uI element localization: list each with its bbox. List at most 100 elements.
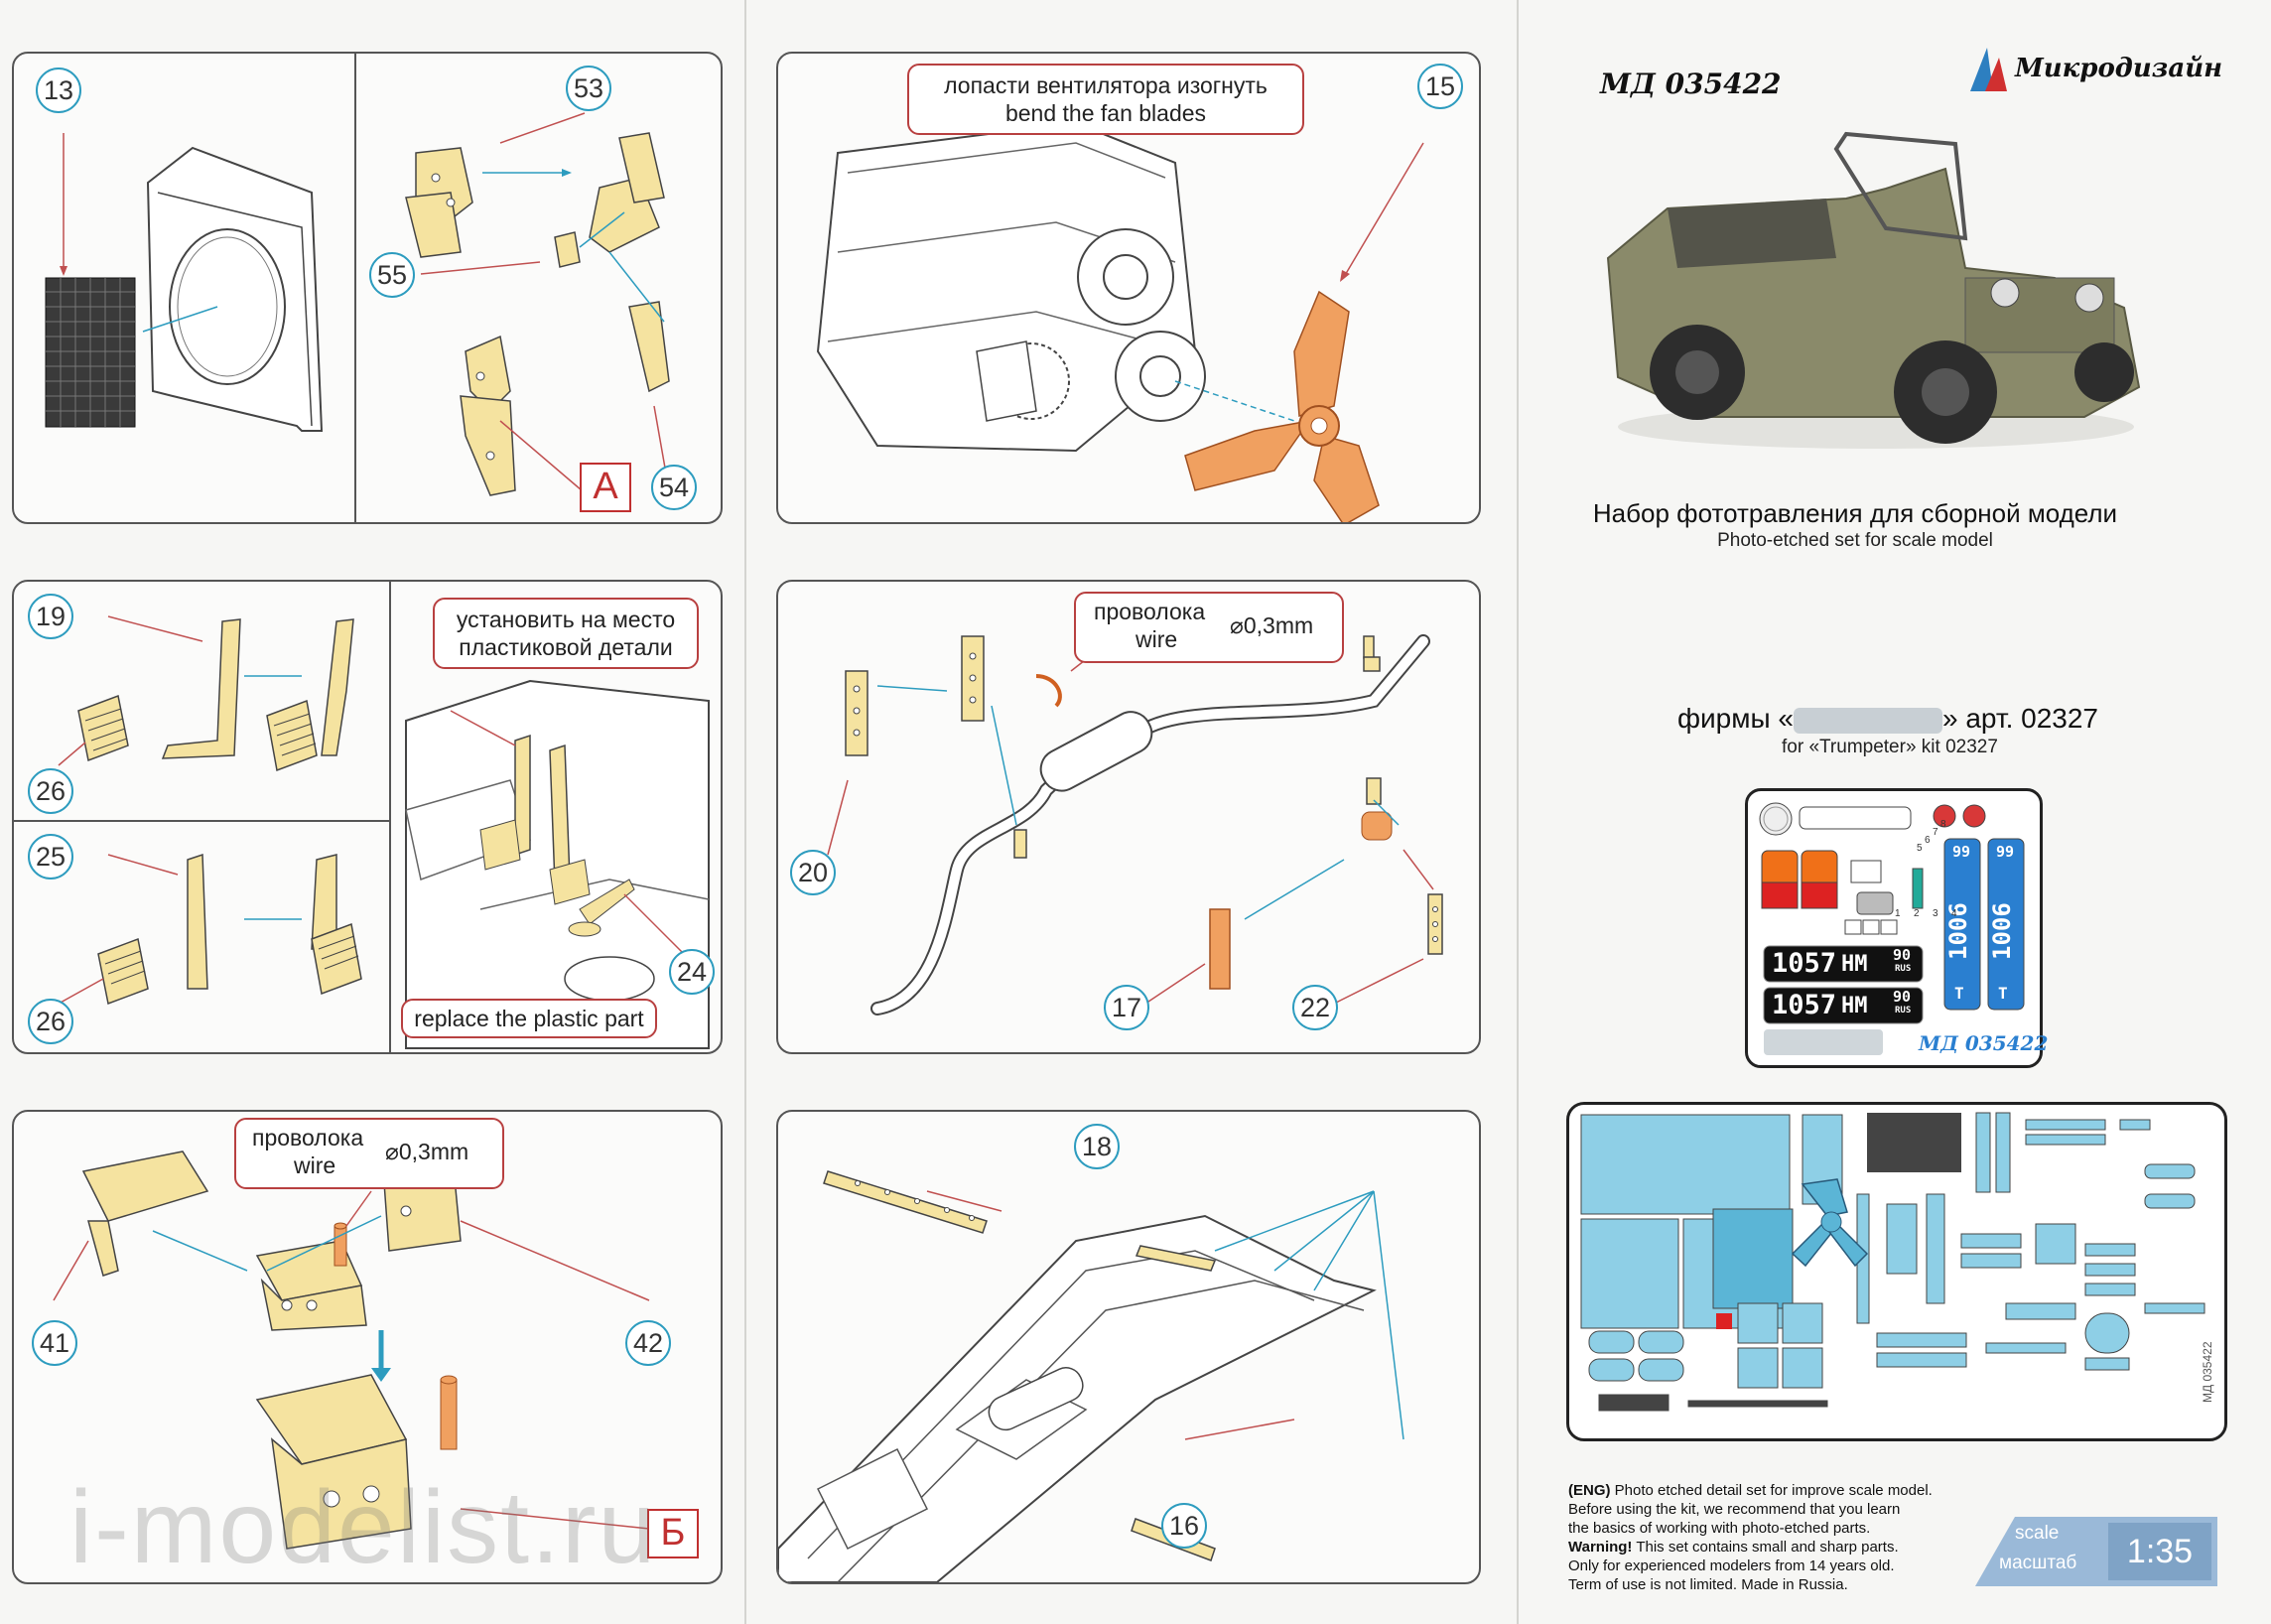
vplate2-region: 99 <box>1996 843 2015 861</box>
part-number-22: 22 <box>1292 985 1338 1030</box>
plate-card-part-number: 3 <box>1933 908 1938 919</box>
bracket-drawing <box>53 1136 650 1550</box>
plate1-letters: НМ <box>1841 952 1868 977</box>
warn-line4: This set contains small and sharp parts. <box>1632 1539 1899 1556</box>
firm-blurred <box>1793 707 1942 734</box>
warn-line2: Before using the kit, we recommend that … <box>1568 1501 1901 1518</box>
part-number-41: 41 <box>32 1320 77 1366</box>
part-number-25: 25 <box>28 834 73 880</box>
pe-sheet: МД 035422 <box>1566 1102 2227 1441</box>
part-number-26: 26 <box>28 768 73 814</box>
radiator-drawing <box>45 112 670 496</box>
plate-card-part-number: 6 <box>1925 835 1931 846</box>
vplate1-region: 99 <box>1952 843 1971 861</box>
plate1-number: 1057 <box>1772 948 1837 979</box>
pedals-note-ru-line1: установить на место <box>456 607 676 632</box>
plate-card-art <box>1759 802 2025 1024</box>
warn-warning-tag: Warning! <box>1568 1539 1633 1556</box>
plate-card-part-number: 8 <box>1940 819 1946 830</box>
scale-value: 1:35 <box>2126 1533 2194 1570</box>
warning-text: (ENG) Photo etched detail set for improv… <box>1568 1481 1975 1594</box>
bracket-wire-note: проволока wire ⌀0,3mm <box>234 1118 504 1189</box>
plate-card-code: МД 035422 <box>1919 1031 2049 1055</box>
plate2-rus: RUS <box>1895 1006 1912 1015</box>
plate-card-part-number: 4 <box>1951 908 1957 919</box>
frame-drawing <box>778 1170 1404 1582</box>
part-number-55: 55 <box>369 252 415 298</box>
scale-badge: scale масштаб 1:35 <box>1975 1517 2217 1586</box>
fold-line-right <box>1517 0 1519 1624</box>
plate-card-part-number: 5 <box>1917 843 1923 854</box>
firm-prefix: фирмы « <box>1677 703 1794 734</box>
fan-note: лопасти вентилятора изогнуть bend the fa… <box>907 64 1304 135</box>
pe-sheet-art <box>1580 1112 2205 1412</box>
wire-size: ⌀0,3mm <box>385 1139 469 1164</box>
part-number-42: 42 <box>625 1320 671 1366</box>
fold-line-left <box>744 0 746 1624</box>
warn-line5: Only for experienced modelers from 14 ye… <box>1568 1557 1895 1574</box>
warn-eng-tag: (ENG) <box>1568 1482 1611 1499</box>
plate2-number: 1057 <box>1772 990 1837 1020</box>
part-number-26b: 26 <box>28 999 73 1044</box>
part-number-13: 13 <box>36 68 81 113</box>
exhaust-drawing <box>827 634 1443 1015</box>
pedals-drawing <box>58 615 710 1049</box>
part-number-17: 17 <box>1104 985 1149 1030</box>
plate1-rus: RUS <box>1895 964 1912 974</box>
cover-title-ru: Набор фототравления для сборной модели <box>1592 498 2118 528</box>
firm-line: фирмы « » арт. 02327 <box>1677 703 2098 735</box>
warn-line6: Term of use is not limited. Made in Russ… <box>1568 1576 1848 1593</box>
part-number-53: 53 <box>566 66 611 111</box>
vplate1-number: 1006 <box>1944 902 1972 960</box>
part-number-18: 18 <box>1074 1124 1120 1169</box>
step-panel-pedals: установить на место пластиковой детали r… <box>12 580 723 1054</box>
pedals-note-en: replace the plastic part <box>401 999 657 1038</box>
plate2-region: 90 <box>1893 988 1912 1006</box>
plate-card-blur <box>1764 1029 1883 1055</box>
part-number-54: 54 <box>651 465 697 510</box>
wire-ru: проволока <box>252 1125 364 1150</box>
step-panel-frame: 18 16 <box>776 1110 1481 1584</box>
vplate2-number: 1006 <box>1988 902 2016 960</box>
part-number-19: 19 <box>28 594 73 639</box>
wire-size: ⌀0,3mm <box>1230 612 1314 638</box>
panel-divider-h <box>14 820 389 822</box>
pedals-note-ru-line2: пластиковой детали <box>459 634 673 660</box>
scale-label-ru: масштаб <box>1999 1553 2077 1573</box>
wire-en: wire <box>1136 626 1178 652</box>
vplate2-t: Т <box>1998 984 2008 1003</box>
step-panel-exhaust: проволока wire ⌀0,3mm 20 17 22 <box>776 580 1481 1054</box>
part-number-24: 24 <box>669 949 715 995</box>
firm-suffix: » арт. 02327 <box>1941 703 2099 734</box>
part-number-20: 20 <box>790 850 836 895</box>
exhaust-wire-note: проволока wire ⌀0,3mm <box>1074 592 1344 663</box>
fan-blade-part <box>1184 290 1380 522</box>
fan-note-en: bend the fan blades <box>1004 100 1207 126</box>
plate2-letters: НМ <box>1841 994 1868 1018</box>
panel-divider <box>354 54 356 522</box>
step-panel-radiator: 13 53 55 54 A <box>12 52 723 524</box>
plate-card-part-number: 1 <box>1895 908 1901 919</box>
engine-drawing <box>816 121 1424 522</box>
scale-label-en: scale <box>2015 1523 2060 1544</box>
step-panel-bracket: проволока wire ⌀0,3mm 41 42 Б <box>12 1110 723 1584</box>
plate-card-part-number: 2 <box>1914 908 1920 919</box>
part-number-16: 16 <box>1161 1503 1207 1549</box>
wire-ru: проволока <box>1094 599 1206 624</box>
vplate1-t: Т <box>1954 984 1964 1003</box>
callout-letter-a: A <box>580 463 631 512</box>
warn-line1: Photo etched detail set for improve scal… <box>1610 1482 1933 1499</box>
step-panel-fan: лопасти вентилятора изогнуть bend the fa… <box>776 52 1481 524</box>
brand-logo <box>1965 44 2011 93</box>
pe-sheet-code: МД 035422 <box>2201 1341 2214 1404</box>
plate-card-part-number: 7 <box>1933 827 1938 838</box>
pedals-note-ru: установить на место пластиковой детали <box>433 598 699 669</box>
product-code: МД 035422 <box>1600 68 1782 100</box>
warn-line3: the basics of working with photo-etched … <box>1568 1520 1871 1537</box>
panel-divider <box>389 582 391 1052</box>
cover-title-en: Photo-etched set for scale model <box>1717 530 1993 551</box>
plate-card: 1057 НМ 90 RUS 1057 НМ 90 RUS 1006 1006 … <box>1745 788 2048 1068</box>
watermark: i-modelist.ru <box>69 1470 658 1585</box>
brand-name: Микродизайн <box>2015 54 2223 83</box>
wire-en: wire <box>294 1152 336 1178</box>
